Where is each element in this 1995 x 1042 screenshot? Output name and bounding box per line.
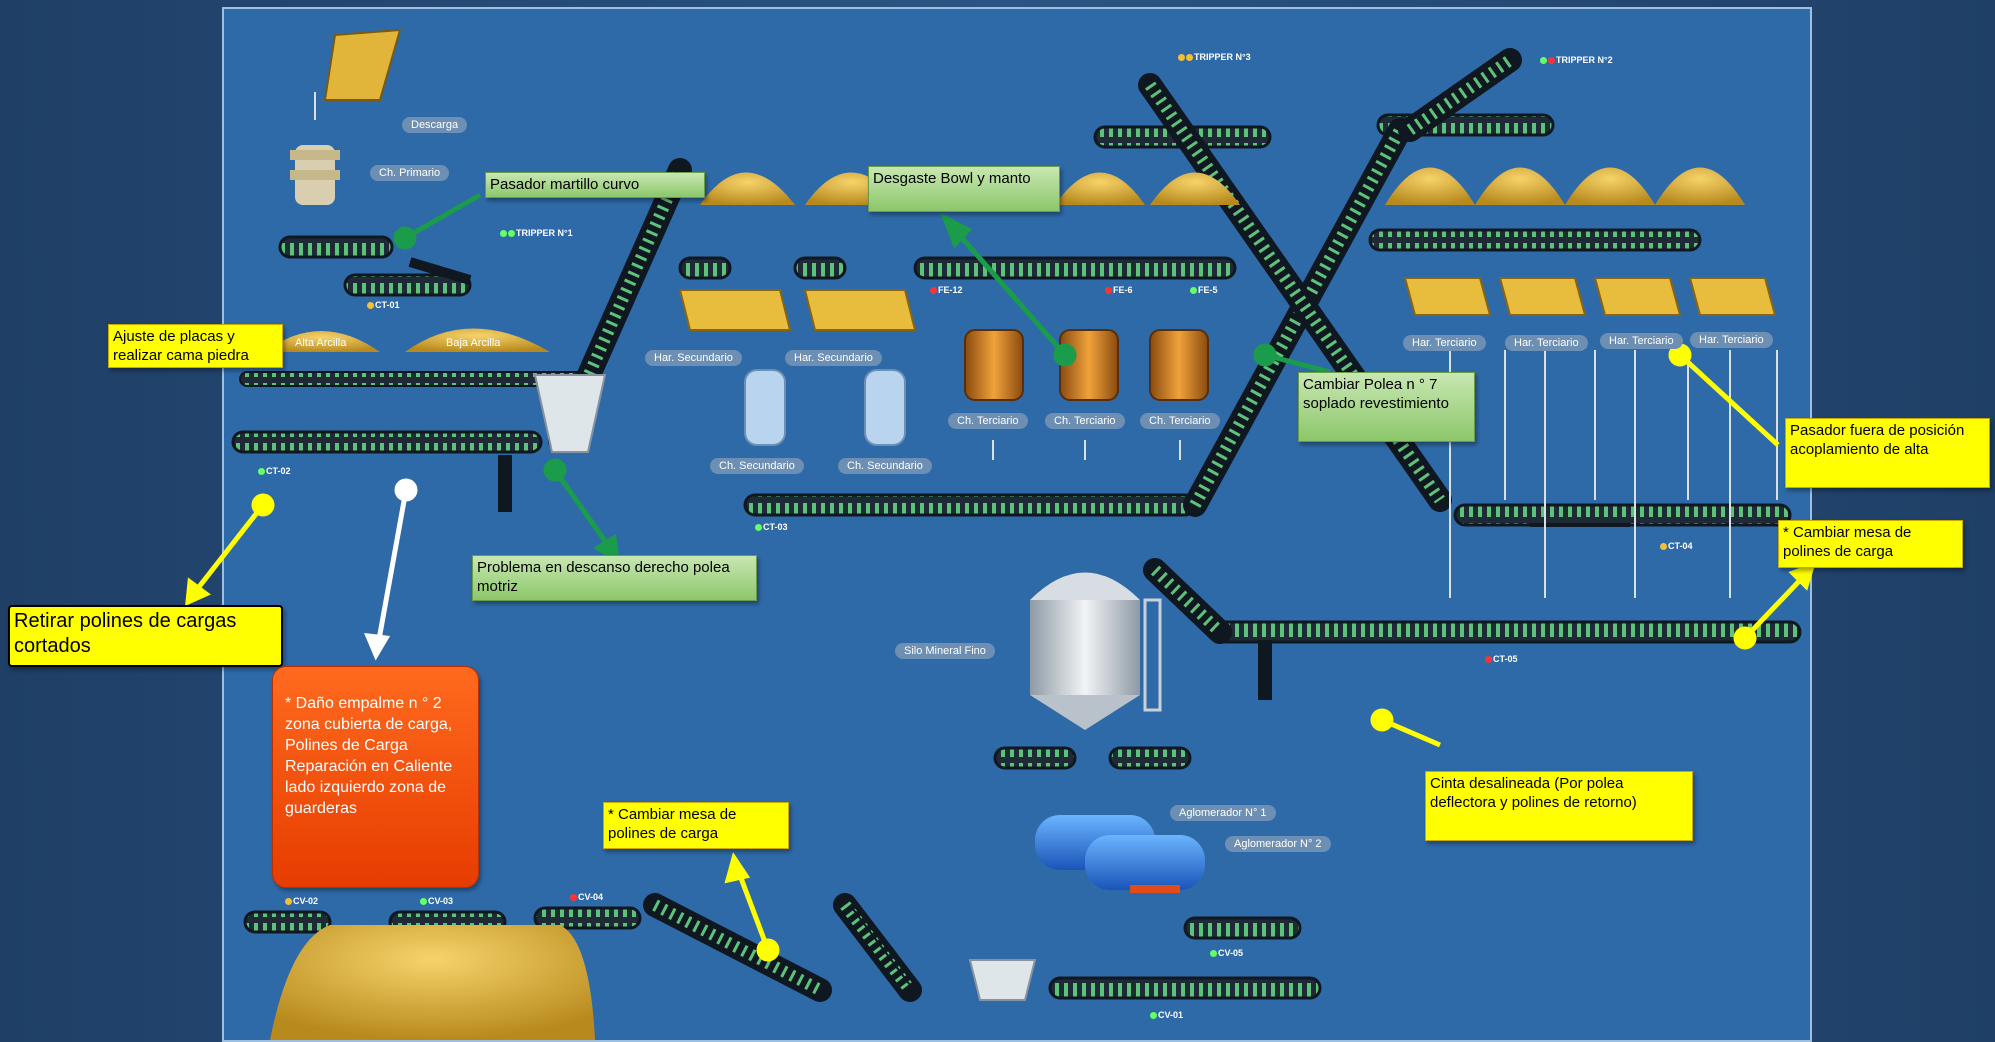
label-aglomerador-2: Aglomerador N° 2 bbox=[1225, 836, 1331, 852]
conveyors bbox=[231, 48, 1802, 1002]
label-har-secundario-1: Har. Secundario bbox=[645, 350, 742, 366]
tag-cv-01: CV-01 bbox=[1150, 1010, 1183, 1020]
label-alta-arcilla: Alta Arcilla bbox=[295, 337, 347, 349]
label-ch-primario: Ch. Primario bbox=[370, 165, 450, 181]
tag-fe-6: FE-6 bbox=[1105, 285, 1133, 295]
note-ajuste-placas: Ajuste de placas y realizar cama piedra bbox=[108, 324, 283, 368]
screens bbox=[678, 277, 1777, 331]
tag-ct-05: CT-05 bbox=[1485, 654, 1518, 664]
silo bbox=[1030, 572, 1162, 730]
tag-cv-04: CV-04 bbox=[570, 892, 603, 902]
label-ch-terciario-1: Ch. Terciario bbox=[948, 413, 1028, 429]
primary-crusher-group bbox=[290, 28, 402, 205]
note-cambiar-mesa-right: * Cambiar mesa de polines de carga bbox=[1778, 520, 1963, 568]
tertiary-crushers bbox=[964, 329, 1209, 401]
note-cinta-desalineada: Cinta desalineada (Por polea deflectora … bbox=[1425, 771, 1693, 841]
label-ch-terciario-3: Ch. Terciario bbox=[1140, 413, 1220, 429]
label-har-secundario-2: Har. Secundario bbox=[785, 350, 882, 366]
tag-cv-03: CV-03 bbox=[420, 896, 453, 906]
tag-ct-04: CT-04 bbox=[1660, 541, 1693, 551]
note-cambiar-mesa-bottom: * Cambiar mesa de polines de carga bbox=[603, 802, 789, 849]
stockpiles bbox=[265, 167, 1745, 1040]
note-pasador-martillo: Pasador martillo curvo bbox=[485, 172, 705, 198]
tag-cv-05: CV-05 bbox=[1210, 948, 1243, 958]
label-har-terciario-2: Har. Terciario bbox=[1505, 335, 1588, 351]
label-silo-mineral-fino: Silo Mineral Fino bbox=[895, 643, 995, 659]
secondary-crushers bbox=[744, 369, 906, 446]
tag-fe-12: FE-12 bbox=[930, 285, 963, 295]
note-dano-empalme: * Daño empalme n ° 2 zona cubierta de ca… bbox=[272, 666, 479, 888]
label-ch-secundario-1: Ch. Secundario bbox=[710, 458, 804, 474]
tag-ct-03: CT-03 bbox=[755, 522, 788, 532]
label-har-terciario-1: Har. Terciario bbox=[1403, 335, 1486, 351]
label-ch-terciario-2: Ch. Terciario bbox=[1045, 413, 1125, 429]
label-har-terciario-3: Har. Terciario bbox=[1600, 333, 1683, 349]
note-pasador-fuera: Pasador fuera de posición acoplamiento d… bbox=[1785, 418, 1990, 488]
label-aglomerador-1: Aglomerador N° 1 bbox=[1170, 805, 1276, 821]
tag-ct-02: CT-02 bbox=[258, 466, 291, 476]
tag-cv-02: CV-02 bbox=[285, 896, 318, 906]
label-baja-arcilla: Baja Arcilla bbox=[446, 337, 501, 349]
tag-ct-01: CT-01 bbox=[367, 300, 400, 310]
note-retirar-polines: Retirar polines de cargas cortados bbox=[8, 605, 283, 667]
annotation-arrows bbox=[185, 192, 1816, 962]
note-cambiar-polea: Cambiar Polea n ° 7 soplado revestimient… bbox=[1298, 372, 1475, 442]
note-problema-descanso: Problema en descanso derecho polea motri… bbox=[472, 555, 757, 601]
note-desgaste-bowl: Desgaste Bowl y manto bbox=[868, 166, 1060, 212]
label-ch-secundario-2: Ch. Secundario bbox=[838, 458, 932, 474]
label-descarga: Descarga bbox=[402, 117, 468, 133]
label-har-terciario-4: Har. Terciario bbox=[1690, 332, 1773, 348]
agglomerators bbox=[1035, 815, 1205, 893]
tag-tripper-3: TRIPPER N°3 bbox=[1178, 52, 1251, 62]
tag-tripper-2: TRIPPER N°2 bbox=[1540, 55, 1613, 65]
tag-fe-5: FE-5 bbox=[1190, 285, 1218, 295]
tag-tripper-1: TRIPPER N°1 bbox=[500, 228, 573, 238]
